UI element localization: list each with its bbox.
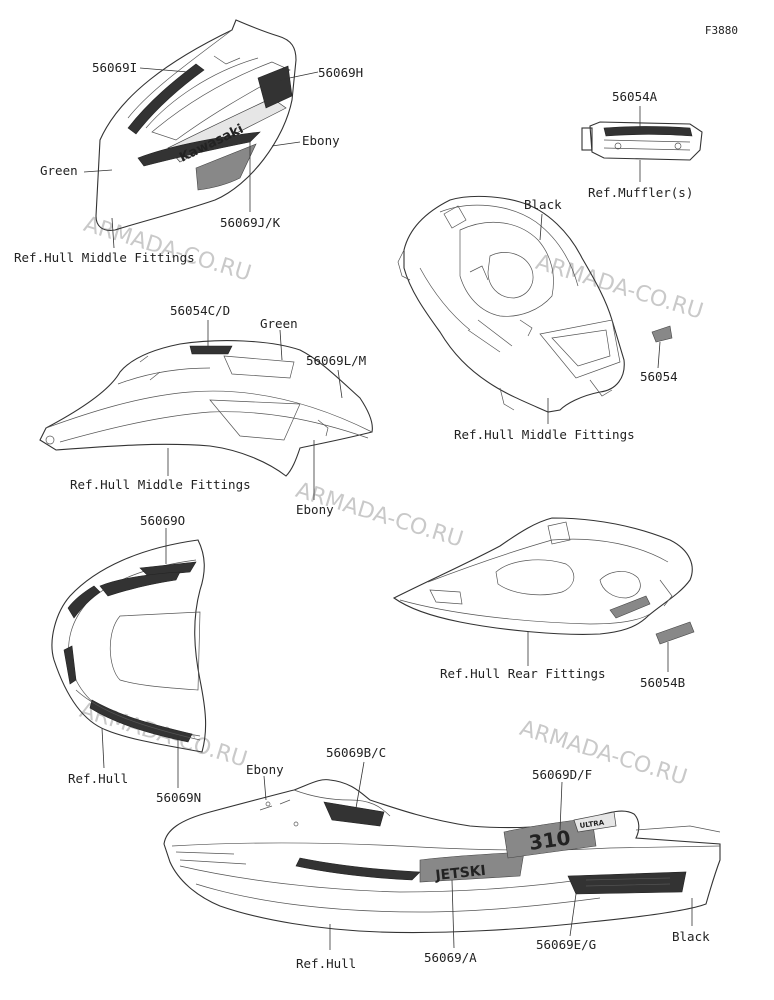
part-label-56069bc: 56069B/C [326, 745, 387, 760]
part-label-56069df: 56069D/F [532, 767, 593, 782]
color-label-green: Green [40, 163, 78, 178]
figure-id: F3880 [704, 24, 738, 37]
ref-label-hull-middle-fittings: Ref.Hull Middle Fittings [454, 427, 635, 442]
color-label-ebony: Ebony [246, 762, 284, 777]
side-cover-drawing [39, 340, 373, 477]
leader-lines [83, 67, 693, 950]
color-label-ebony: Ebony [296, 502, 334, 517]
part-label-56069a: 56069/A [424, 950, 477, 965]
ref-label-hull-middle-fittings: Ref.Hull Middle Fittings [14, 250, 195, 265]
part-label-56069i: 56069I [92, 60, 138, 75]
hull-full-drawing: JETSKI 310 ULTRA [163, 779, 721, 934]
jetski-logo: JETSKI [434, 863, 487, 884]
part-label-56069h: 56069H [318, 65, 364, 80]
ref-label-hull-middle-fittings: Ref.Hull Middle Fittings [70, 477, 251, 492]
hull-rear-drawing [392, 517, 695, 645]
part-label-56069n: 56069N [156, 790, 202, 805]
part-label-56054b: 56054B [640, 675, 686, 690]
ref-label-mufflers: Ref.Muffler(s) [588, 185, 694, 200]
ref-label-hull: Ref.Hull [68, 771, 129, 786]
ref-label-hull-rear-fittings: Ref.Hull Rear Fittings [440, 666, 606, 681]
part-label-56069o: 56069O [140, 513, 186, 528]
muffler-decal-drawing [581, 121, 703, 161]
hull-middle-drawing [397, 195, 673, 413]
part-label-56069jk: 56069J/K [220, 215, 281, 230]
ref-label-hull: Ref.Hull [296, 956, 357, 971]
part-label-56069lm: 56069L/M [306, 353, 367, 368]
hood-front-drawing: Kawasaki [95, 19, 297, 231]
part-label-56054cd: 56054C/D [170, 303, 231, 318]
ultra-logo: ULTRA [579, 819, 605, 830]
part-label-56054: 56054 [640, 369, 678, 384]
front-deck-drawing [51, 539, 207, 753]
color-label-ebony: Ebony [302, 133, 340, 148]
model-310-logo: 310 [527, 825, 572, 855]
part-label-56054a: 56054A [612, 89, 658, 104]
color-label-black: Black [524, 197, 562, 212]
color-label-green: Green [260, 316, 298, 331]
color-label-black: Black [672, 929, 710, 944]
part-label-56069eg: 56069E/G [536, 937, 597, 952]
